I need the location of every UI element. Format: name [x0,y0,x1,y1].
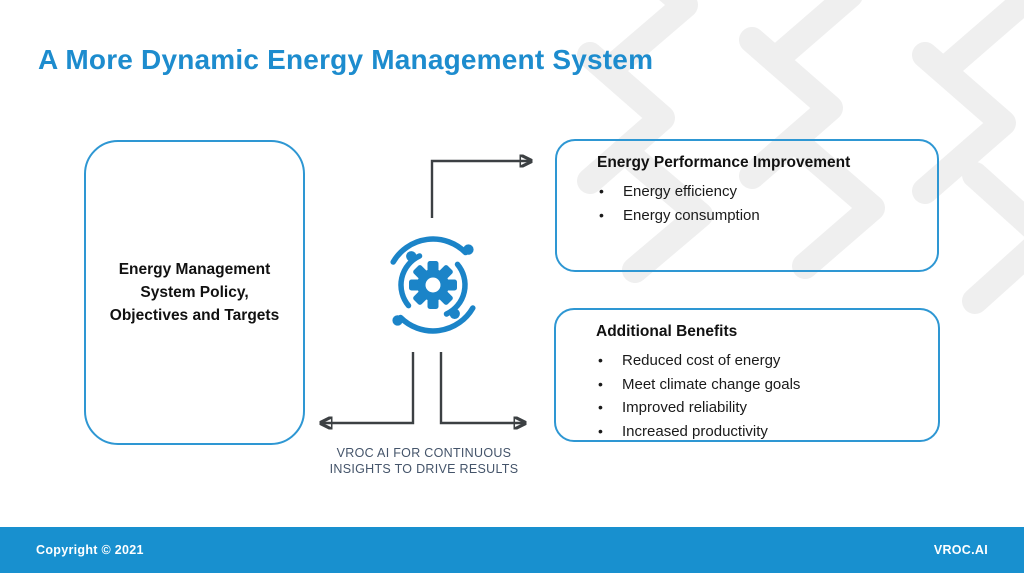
bullet-item: Increased productivity [598,420,938,444]
footer-bar: Copyright © 2021 VROC.AI [0,527,1024,573]
arrow-to-benefits-box [439,352,524,423]
policy-box: Energy Management System Policy, Objecti… [84,140,305,445]
energy-performance-bullets: Energy efficiency Energy consumption [557,180,937,227]
energy-performance-box: Energy Performance Improvement Energy ef… [555,139,939,272]
footer-brand: VROC.AI [933,543,988,557]
additional-benefits-heading: Additional Benefits [596,323,738,340]
vroc-ai-caption: VROC AI FOR CONTINUOUS INSIGHTS TO DRIVE… [318,446,530,477]
bullet-item: Energy consumption [599,204,937,228]
footer-copyright: Copyright © 2021 [36,543,144,557]
ai-gear-icon [373,225,493,345]
energy-performance-heading: Energy Performance Improvement [597,154,851,171]
additional-benefits-bullets: Reduced cost of energy Meet climate chan… [556,349,938,443]
bullet-item: Reduced cost of energy [598,349,938,373]
arrow-to-performance-box [430,161,530,218]
caption-line-2: INSIGHTS TO DRIVE RESULTS [329,461,519,476]
bullet-item: Energy efficiency [599,180,937,204]
policy-box-text: Energy Management System Policy, Objecti… [109,261,280,324]
arrow-to-policy-box [322,352,415,423]
bullet-item: Improved reliability [598,396,938,420]
caption-line-1: VROC AI FOR CONTINUOUS [336,446,512,460]
page-title: A More Dynamic Energy Management System [38,44,654,75]
additional-benefits-box: Additional Benefits Reduced cost of ener… [554,308,940,443]
bullet-item: Meet climate change goals [598,373,938,397]
